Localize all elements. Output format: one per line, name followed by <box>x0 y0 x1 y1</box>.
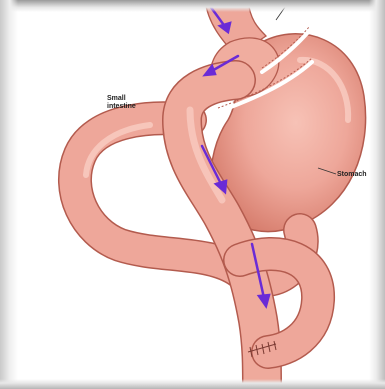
small-intestine-label-line2: intestine <box>107 103 167 111</box>
frame-shadow-left <box>0 0 18 389</box>
small-intestine-label-line1: Small <box>107 95 167 103</box>
frame-shadow-right <box>369 0 385 389</box>
frame-shadow-bottom <box>0 379 385 389</box>
small-intestine-label: Small intestine <box>107 95 167 111</box>
frame-shadow-top <box>0 0 385 12</box>
stomach-label: Stomach <box>337 171 367 179</box>
